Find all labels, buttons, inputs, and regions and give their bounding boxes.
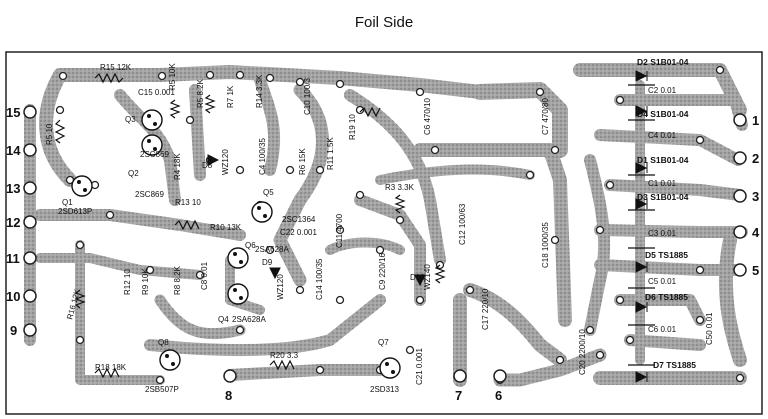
label-q8: Q8: [158, 338, 169, 347]
label-c6b: C6 0.01: [648, 325, 677, 334]
diode-symbols: [207, 70, 648, 383]
label-d8-part: WZ120: [221, 149, 230, 175]
pin-11: 11: [6, 251, 20, 266]
label-r9: R9 10K: [141, 268, 150, 295]
label-c50: C50 0.01: [705, 312, 714, 345]
label-c3: C3 0.01: [648, 229, 677, 238]
label-d10-part: WZ140: [423, 264, 432, 290]
terminal-numbers: 15 14 13 12 11 10 9 8 7 6 1 2 3 4 5: [6, 105, 760, 403]
transistor-symbols: [71, 109, 401, 379]
label-q2-part: 2SC869: [135, 190, 164, 199]
label-c20: C20 2200/10: [578, 329, 587, 375]
diagram-title: Foil Side: [354, 14, 414, 31]
label-q1-part: 2SD613P: [58, 207, 92, 216]
label-r15: R15 12K: [100, 63, 132, 72]
label-c5: C5 0.01: [648, 277, 677, 286]
label-c12: C12 100/63: [458, 203, 467, 245]
label-c7: C7 470/80: [541, 98, 550, 135]
pin-4: 4: [752, 225, 760, 240]
label-c4: C4 100/35: [258, 138, 267, 175]
pin-5: 5: [752, 263, 759, 278]
label-d9: D9: [262, 258, 273, 267]
label-d10: D10: [410, 273, 425, 282]
label-q6-part: 2SA628A: [255, 245, 289, 254]
label-r6: R6 15K: [298, 148, 307, 175]
label-c1: C1 0.01: [648, 179, 677, 188]
label-r18: R18 18K: [95, 363, 127, 372]
pin-12: 12: [6, 215, 20, 230]
label-c18: C18 1000/35: [541, 222, 550, 268]
label-r10: R10 13K: [210, 223, 242, 232]
label-c6: C6 470/10: [423, 98, 432, 135]
label-q7: Q7: [378, 338, 389, 347]
pin-2: 2: [752, 151, 759, 166]
terminal-pads: [23, 105, 747, 383]
label-c22: C22 0.001: [280, 228, 317, 237]
label-q4: Q4: [218, 315, 229, 324]
label-c8: C8 0.01: [200, 261, 209, 290]
label-q3-part: 2SC869: [140, 150, 169, 159]
label-q2: Q2: [128, 169, 139, 178]
label-r5b: R5 8.2K: [196, 78, 205, 108]
label-r14: R14 3.3K: [255, 74, 264, 108]
label-c10: C10 100/3: [303, 78, 312, 115]
pin-9: 9: [10, 323, 17, 338]
label-d1: D1 S1B01-04: [637, 155, 689, 165]
label-c15: C15 0.001: [138, 88, 175, 97]
pin-1: 1: [752, 113, 759, 128]
pin-7: 7: [455, 388, 462, 403]
label-q1: Q1: [62, 198, 73, 207]
solder-pads: [55, 65, 745, 385]
label-r19: R19 10: [348, 114, 357, 140]
label-c4b: C4 0.01: [648, 131, 677, 140]
label-c2: C2 0.01: [648, 86, 677, 95]
label-r11: R11 1.5K: [326, 137, 335, 170]
label-r20: R20 3.3: [270, 351, 299, 360]
label-q6: Q6: [245, 241, 256, 250]
label-c21: C21 0.001: [415, 348, 424, 385]
label-d4: D4 S1B01-04: [637, 109, 689, 119]
label-q4-part: 2SA628A: [232, 315, 266, 324]
label-d9-part: WZ120: [276, 274, 285, 300]
label-r13: R13 10: [175, 198, 201, 207]
label-c11: C11 4700: [335, 213, 344, 248]
transistor-leads: [77, 114, 395, 374]
pin-13: 13: [6, 181, 20, 196]
label-c9: C9 220/16: [378, 253, 387, 290]
label-q5-part: 2SC1364: [282, 215, 316, 224]
label-r7: R7 1K: [226, 85, 235, 108]
label-d7: D7 TS1885: [653, 360, 696, 370]
label-d8: D8: [202, 161, 213, 170]
label-d5: D5 TS1885: [645, 250, 688, 260]
component-labels: R15 12K C15 0.001 R5 10K R5 8.2K R7 1K R…: [45, 57, 714, 394]
label-q8-part: 2SB507P: [145, 385, 179, 394]
label-c17: C17 220/10: [481, 288, 490, 330]
label-r3: R3 3.3K: [385, 183, 415, 192]
label-r4: R4 18K: [173, 153, 182, 180]
label-q7-part: 2SD313: [370, 385, 399, 394]
pin-6: 6: [495, 388, 502, 403]
label-q5: Q5: [263, 188, 274, 197]
label-c14: C14 100/35: [315, 258, 324, 300]
label-d2: D2 S1B01-04: [637, 57, 689, 67]
label-r12: R12 10: [123, 269, 132, 295]
label-r5: R5 10K: [168, 63, 177, 90]
label-d6: D6 TS1885: [645, 292, 688, 302]
label-q3: Q3: [125, 115, 136, 124]
pin-15: 15: [6, 105, 20, 120]
pin-14: 14: [6, 143, 21, 158]
label-d3: D3 S1B01-04: [637, 192, 689, 202]
label-r8: R8 8.2K: [173, 265, 182, 295]
pin-3: 3: [752, 189, 759, 204]
component-symbols: [54, 72, 655, 379]
pin-8: 8: [225, 388, 232, 403]
pin-10: 10: [6, 289, 20, 304]
label-r5c: R5 10: [45, 123, 54, 145]
